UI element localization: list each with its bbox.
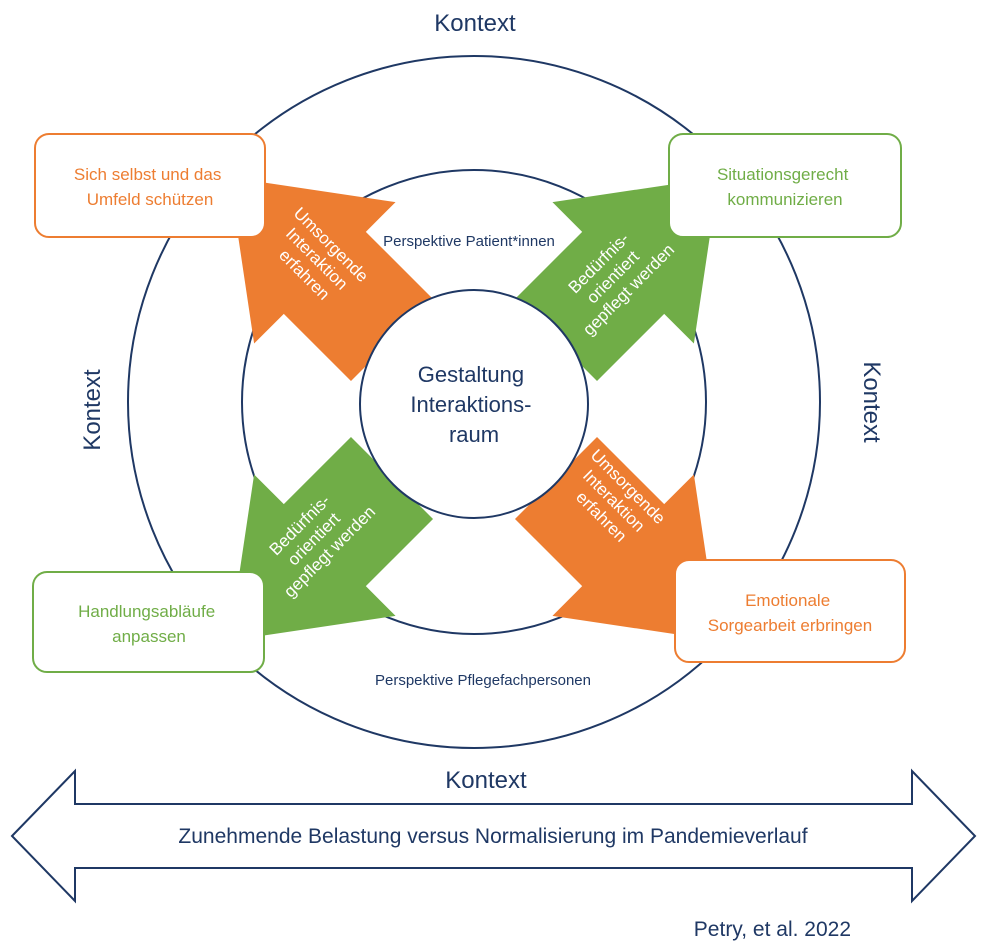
box-bottom-left-text: Handlungsabläufe anpassen bbox=[78, 602, 220, 646]
box-bottom-left bbox=[32, 571, 265, 673]
arrow-bottom-right bbox=[514, 436, 719, 641]
box-top-right-text: Situationsgerecht kommunizieren bbox=[717, 165, 853, 209]
arrow-top-left-shape bbox=[229, 177, 434, 382]
bottom-double-arrow bbox=[10, 768, 977, 904]
bottom-arrow-text: Zunehmende Belastung versus Normalisieru… bbox=[178, 825, 807, 848]
context-label-top: Kontext bbox=[434, 10, 516, 37]
center-circle bbox=[359, 289, 589, 519]
outer-circle bbox=[127, 55, 821, 749]
perspective-patients-label: Perspektive Patient*innen bbox=[383, 233, 555, 250]
box-top-left bbox=[34, 133, 266, 238]
box-bottom-right-text: Emotionale Sorgearbeit erbringen bbox=[708, 591, 872, 635]
perspective-nurses-label: Perspektive Pflegefachpersonen bbox=[375, 672, 591, 689]
arrow-bottom-left bbox=[229, 436, 434, 641]
context-label-bottom: Kontext bbox=[445, 767, 527, 794]
box-top-left-text: Sich selbst und das Umfeld schützen bbox=[74, 165, 226, 209]
arrow-top-right-shape bbox=[514, 177, 719, 382]
context-label-left: Kontext bbox=[79, 369, 106, 451]
box-bottom-right bbox=[674, 559, 906, 663]
arrow-top-right bbox=[514, 177, 719, 382]
arrow-bottom-left-shape bbox=[229, 436, 434, 641]
arrow-bottom-right-shape bbox=[514, 436, 719, 641]
middle-circle bbox=[241, 169, 707, 635]
arrow-top-left bbox=[229, 177, 434, 382]
center-label: Gestaltung Interaktions- raum bbox=[410, 362, 537, 447]
citation: Petry, et al. 2022 bbox=[693, 918, 851, 941]
box-top-right bbox=[668, 133, 902, 238]
context-label-right: Kontext bbox=[858, 361, 885, 443]
